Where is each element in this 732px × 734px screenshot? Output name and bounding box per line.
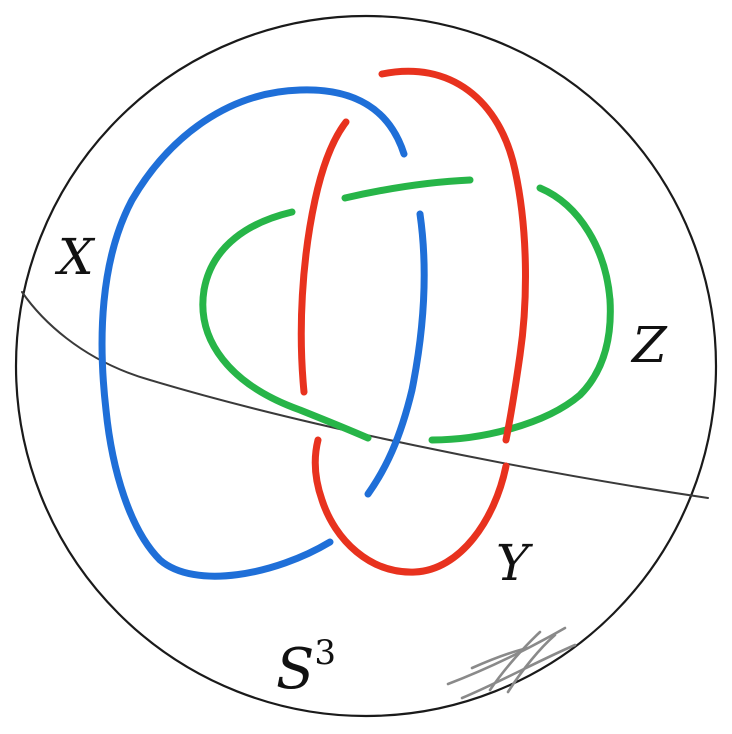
ring-x	[102, 90, 424, 576]
label-x: X	[54, 228, 96, 286]
label-space-exponent: 3	[314, 633, 336, 673]
equator-curve	[22, 292, 708, 498]
ring-y	[301, 71, 525, 572]
ring-y-right-arc	[382, 71, 525, 440]
ring-y-left-arc	[301, 122, 346, 392]
label-y: Y	[496, 534, 533, 592]
ring-x-outer-arc	[102, 90, 404, 576]
ring-z-top-middle-arc	[345, 180, 470, 198]
ring-y-bottom-right-arc	[315, 440, 506, 572]
label-space-base: S	[276, 637, 314, 702]
label-space: S3	[276, 633, 336, 702]
sphere-outline	[16, 16, 716, 716]
ring-x-inner-arc	[368, 214, 424, 494]
ring-z-right-arc	[540, 188, 610, 300]
ring-z-top-left-arc	[204, 212, 292, 290]
label-z: Z	[630, 316, 668, 374]
hatch-marks	[448, 628, 575, 698]
